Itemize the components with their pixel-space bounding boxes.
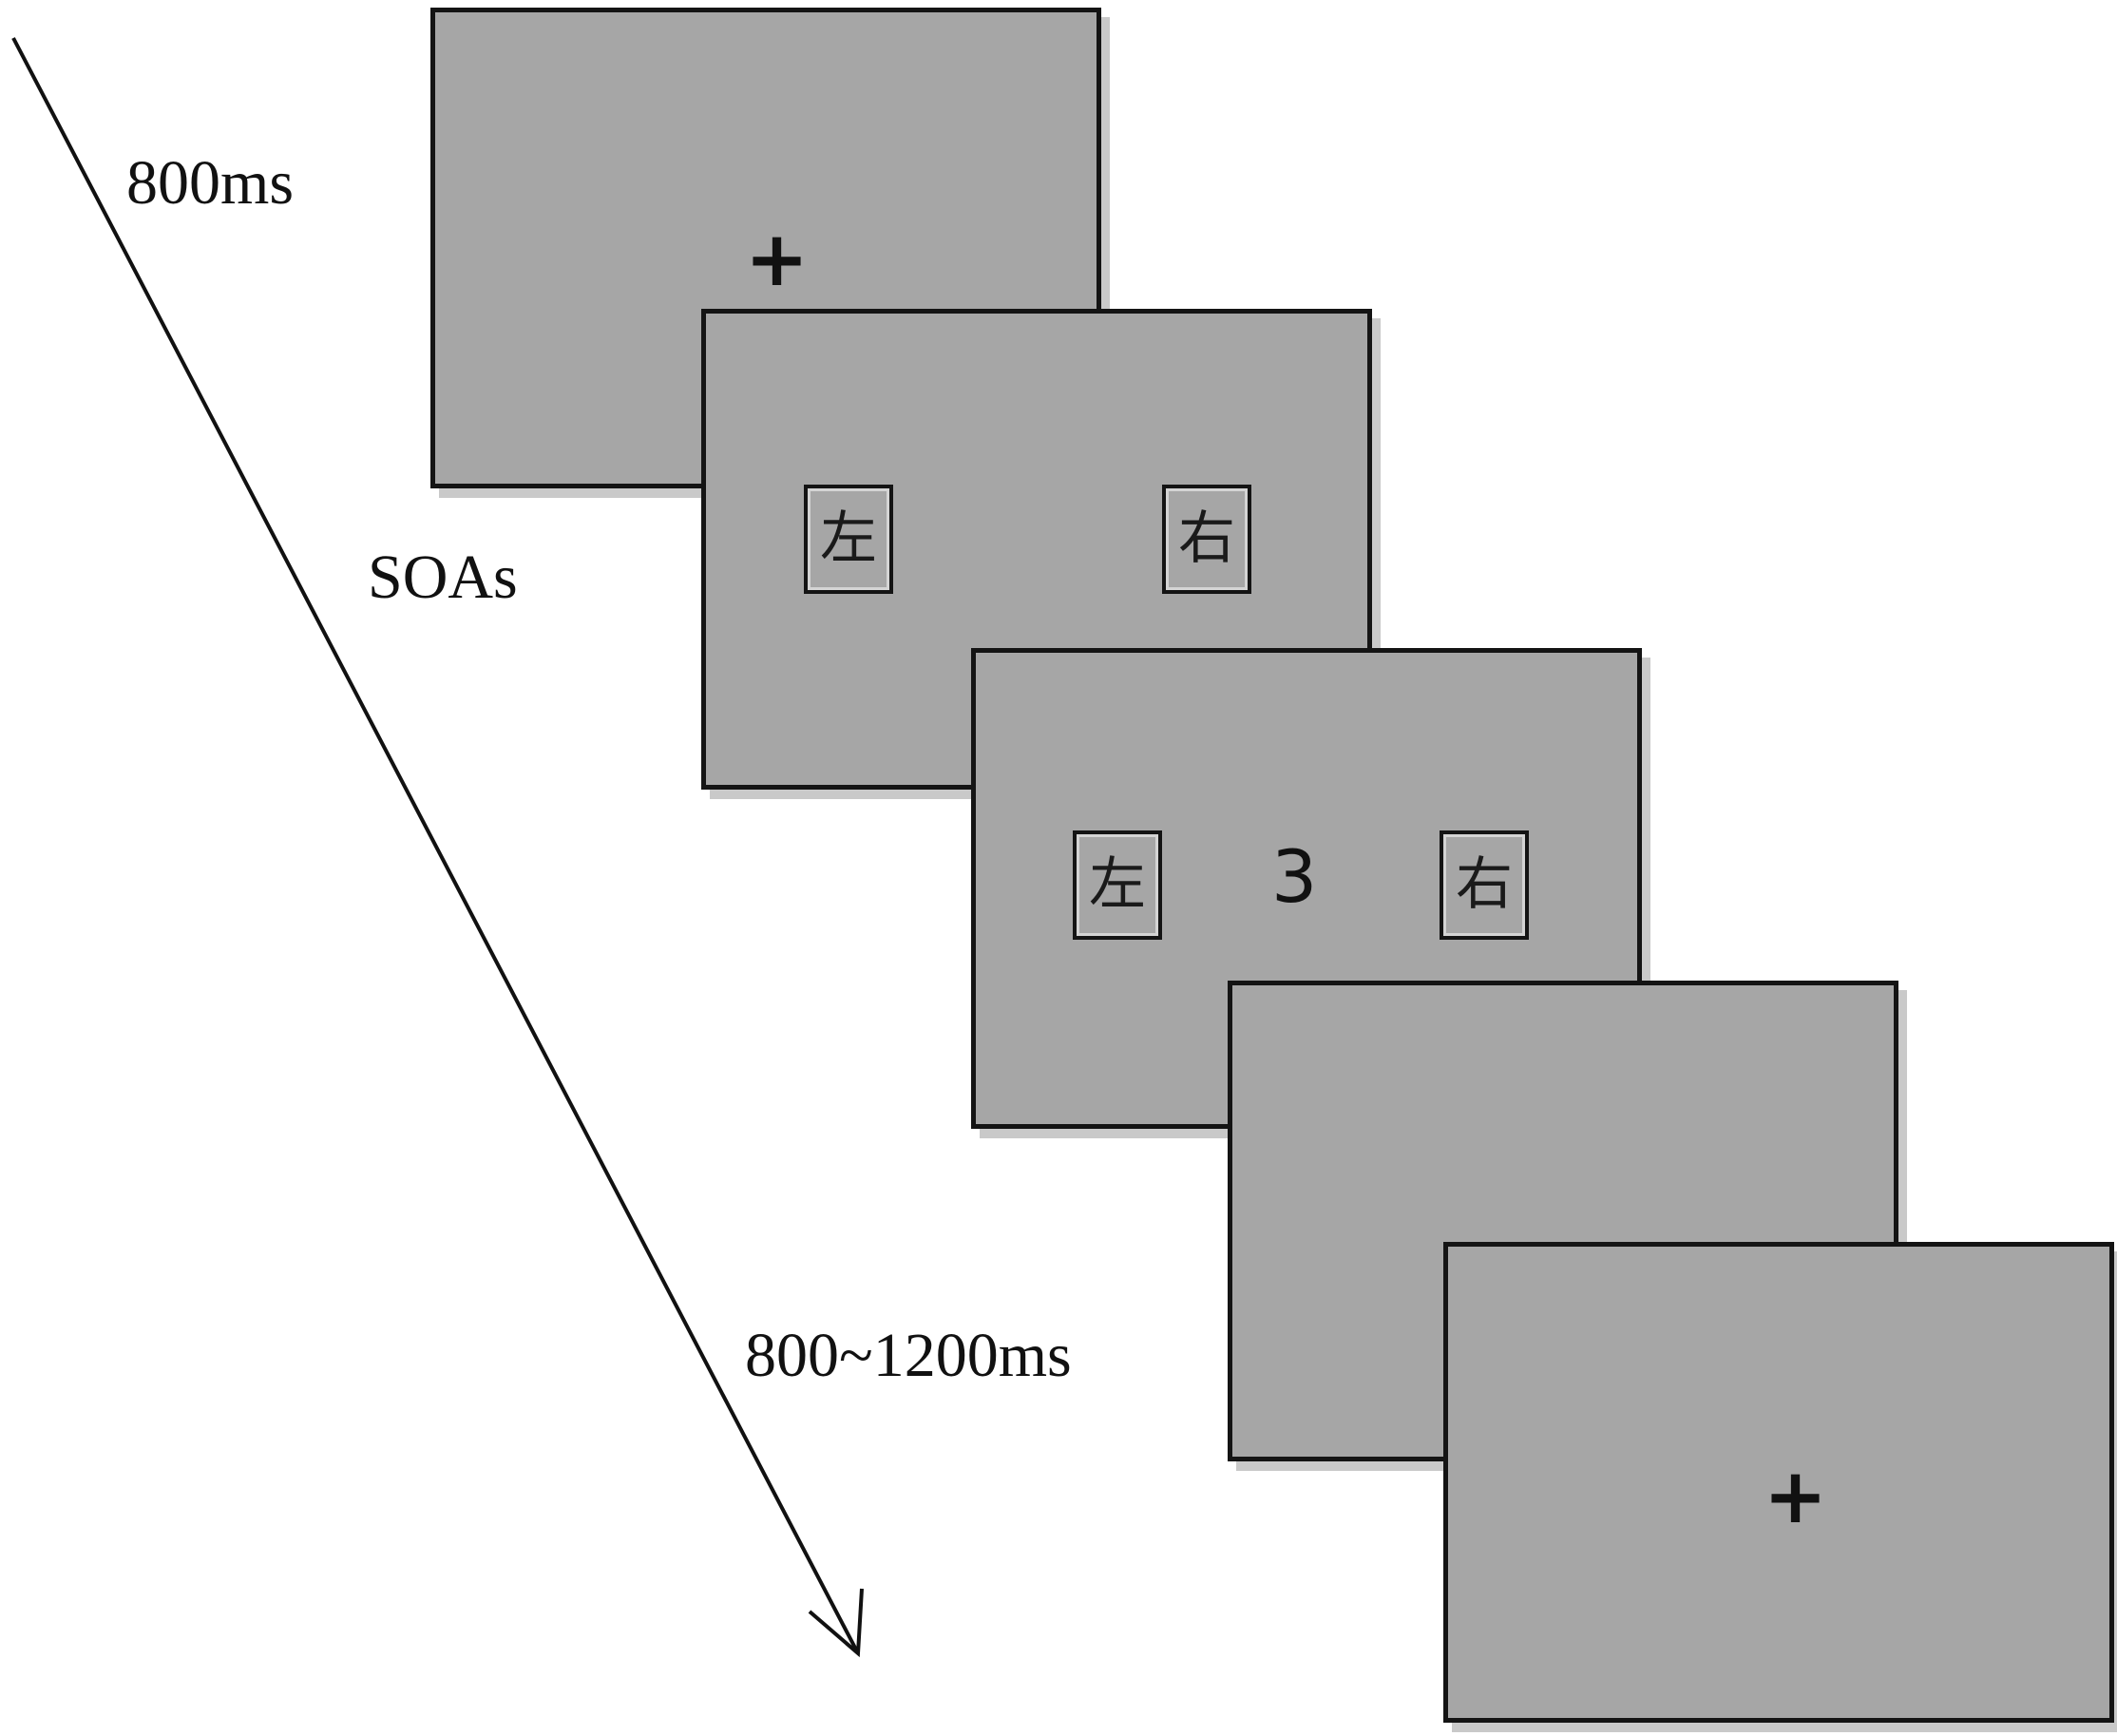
target-digit: 3: [1271, 834, 1318, 919]
left-cue-character: 左: [820, 506, 877, 572]
right-cue-box: 右: [1440, 830, 1529, 940]
time-axis-arrowhead: [808, 1588, 864, 1658]
soa-label: SOAs: [368, 543, 518, 612]
fixation-cross: +: [1764, 1452, 1828, 1540]
right-cue-character: 右: [1456, 851, 1513, 918]
fixation-duration-label: 800ms: [126, 148, 295, 218]
left-cue-box: 左: [804, 485, 893, 594]
left-cue-character: 左: [1089, 851, 1146, 918]
next-fixation-screen: +: [1443, 1242, 2114, 1723]
right-cue-box: 右: [1162, 485, 1251, 594]
time-axis-line: [11, 37, 860, 1654]
right-cue-character: 右: [1178, 506, 1235, 572]
iti-duration-label: 800~1200ms: [745, 1321, 1072, 1390]
left-cue-box: 左: [1073, 830, 1162, 940]
fixation-cross: +: [745, 215, 810, 303]
